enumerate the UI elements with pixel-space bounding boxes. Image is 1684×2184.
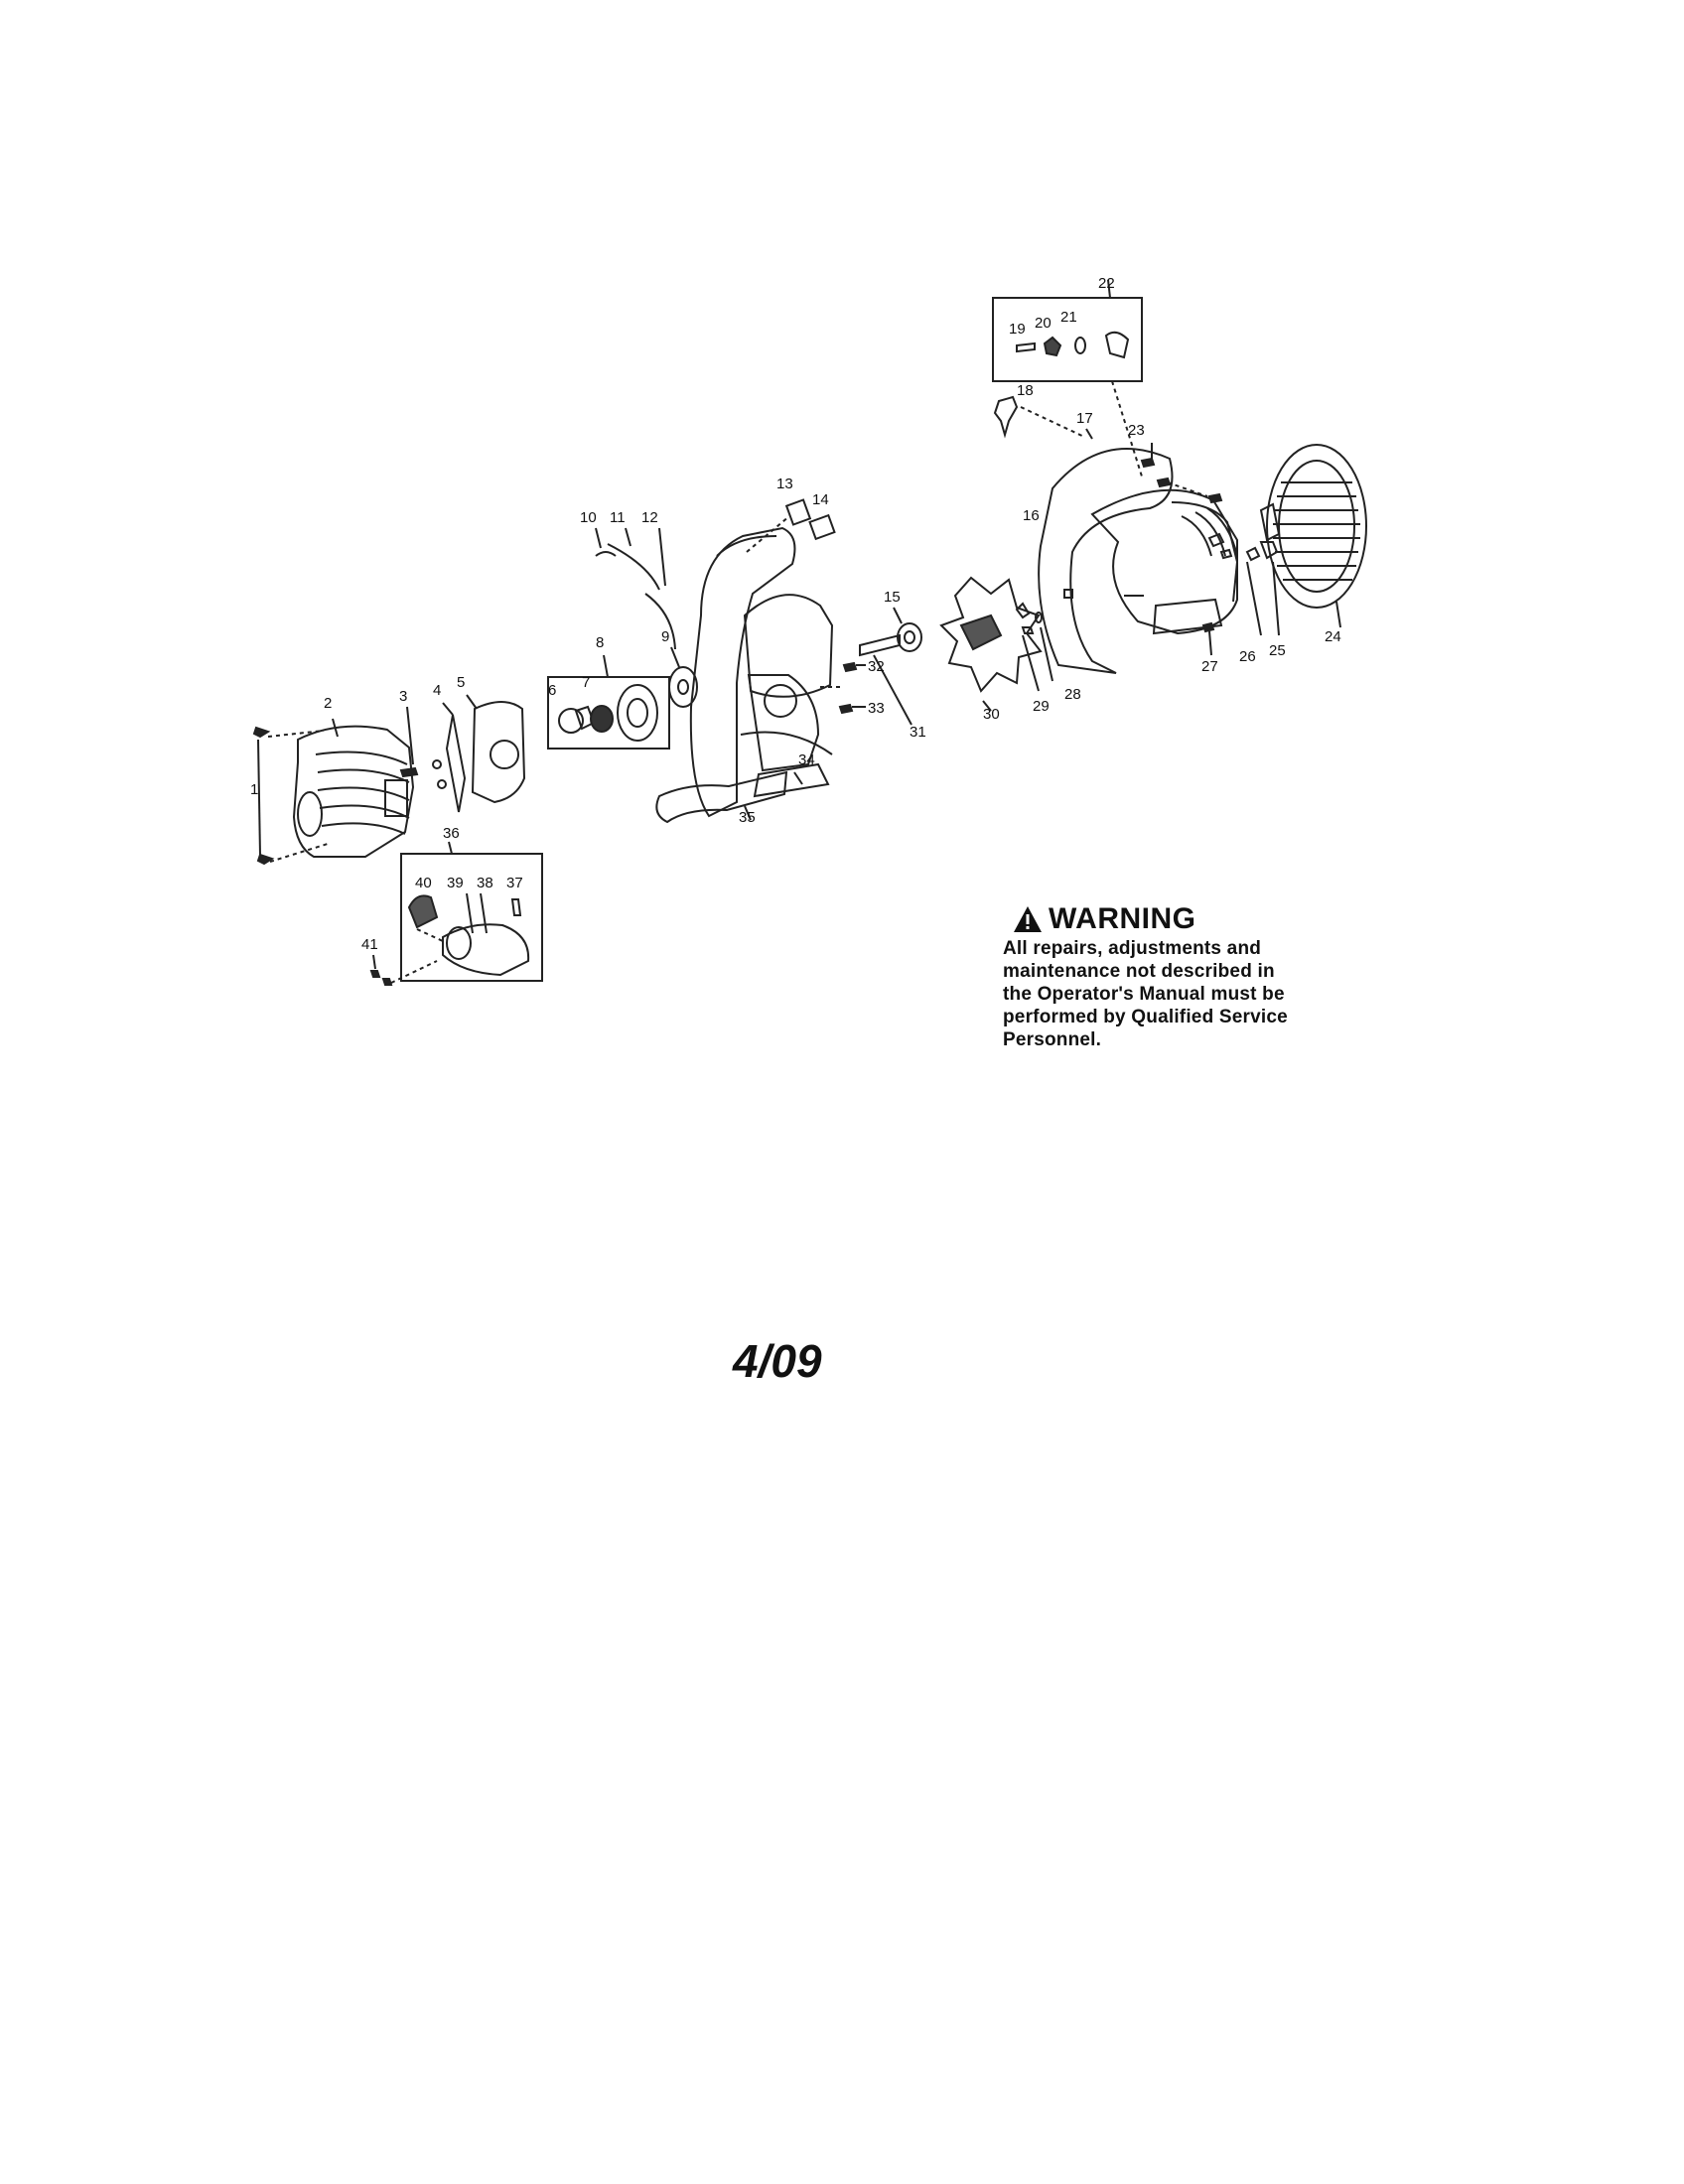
part-label-14: 14 bbox=[812, 491, 829, 508]
part-label-5: 5 bbox=[457, 674, 465, 691]
part-label-2: 2 bbox=[324, 695, 332, 712]
part-35-handle bbox=[655, 770, 788, 824]
page-date: 4/09 bbox=[733, 1335, 822, 1387]
part-label-16: 16 bbox=[1023, 507, 1040, 524]
part-label-29: 29 bbox=[1033, 698, 1050, 715]
part-label-37: 37 bbox=[506, 875, 523, 891]
part-label-24: 24 bbox=[1325, 628, 1341, 645]
part-36-box bbox=[400, 841, 543, 982]
part-13-14-knobs bbox=[746, 498, 836, 553]
warning-line-5: Personnel. bbox=[1003, 1029, 1102, 1050]
part-label-21: 21 bbox=[1060, 309, 1077, 326]
part-17-scroll-housing bbox=[1038, 428, 1239, 674]
part-label-36: 36 bbox=[443, 825, 460, 842]
part-label-38: 38 bbox=[477, 875, 493, 891]
part-label-8: 8 bbox=[596, 634, 604, 651]
part-label-12: 12 bbox=[641, 509, 658, 526]
part-label-26: 26 bbox=[1239, 648, 1256, 665]
part-30-impeller bbox=[939, 576, 1043, 712]
part-label-19: 19 bbox=[1009, 321, 1026, 338]
part-label-1: 1 bbox=[250, 781, 258, 798]
part-27-screw bbox=[1201, 621, 1215, 656]
part-label-9: 9 bbox=[661, 628, 669, 645]
part-9-washer bbox=[668, 646, 698, 708]
part-label-31: 31 bbox=[910, 724, 926, 741]
warning-heading: WARNING bbox=[1013, 903, 1340, 935]
part-24-engine bbox=[1259, 444, 1367, 628]
part-28-29-fasteners bbox=[1015, 602, 1053, 692]
part-34-blower-housing bbox=[689, 526, 834, 818]
part-label-18: 18 bbox=[1017, 382, 1034, 399]
part-label-13: 13 bbox=[776, 476, 793, 492]
warning-line-2: maintenance not described in bbox=[1003, 961, 1275, 982]
part-label-33: 33 bbox=[868, 700, 885, 717]
warning-text: All repairs, adjustments and maintenance… bbox=[1003, 937, 1340, 1051]
part-41-screws bbox=[369, 954, 438, 986]
part-15-31-bushing bbox=[859, 607, 922, 726]
warning-notice: WARNING All repairs, adjustments and mai… bbox=[1003, 903, 1340, 1051]
part-18-clip bbox=[993, 395, 1085, 439]
part-2-housing-cover bbox=[292, 718, 415, 858]
part-23-screws bbox=[1140, 443, 1223, 504]
part-1-screws bbox=[252, 726, 329, 866]
part-label-22: 22 bbox=[1098, 275, 1115, 292]
part-label-7: 7 bbox=[582, 674, 590, 691]
part-32-33-screws bbox=[820, 661, 866, 715]
part-label-25: 25 bbox=[1269, 642, 1286, 659]
part-label-40: 40 bbox=[415, 875, 432, 891]
part-label-39: 39 bbox=[447, 875, 464, 891]
part-label-15: 15 bbox=[884, 589, 901, 606]
part-label-23: 23 bbox=[1128, 422, 1145, 439]
part-label-41: 41 bbox=[361, 936, 378, 953]
part-label-28: 28 bbox=[1064, 686, 1081, 703]
part-label-35: 35 bbox=[739, 809, 756, 826]
part-8-box bbox=[547, 654, 670, 750]
part-label-6: 6 bbox=[548, 682, 556, 699]
part-5-plate bbox=[466, 694, 526, 804]
part-label-20: 20 bbox=[1035, 315, 1052, 332]
warning-title: WARNING bbox=[1049, 902, 1196, 935]
part-label-32: 32 bbox=[868, 658, 885, 675]
part-label-30: 30 bbox=[983, 706, 1000, 723]
part-10-12-linkage bbox=[595, 527, 676, 650]
part-label-10: 10 bbox=[580, 509, 597, 526]
part-label-4: 4 bbox=[433, 682, 441, 699]
part-label-17: 17 bbox=[1076, 410, 1093, 427]
part-3-4-fasteners bbox=[399, 702, 467, 813]
part-22-box bbox=[992, 279, 1143, 478]
warning-line-1: All repairs, adjustments and bbox=[1003, 938, 1262, 959]
part-label-34: 34 bbox=[798, 751, 815, 768]
warning-line-4: performed by Qualified Service bbox=[1003, 1007, 1288, 1027]
part-label-11: 11 bbox=[610, 509, 626, 526]
part-25-26-fasteners bbox=[1207, 532, 1280, 636]
part-label-27: 27 bbox=[1201, 658, 1218, 675]
warning-line-3: the Operator's Manual must be bbox=[1003, 984, 1285, 1005]
warning-triangle-icon bbox=[1014, 906, 1042, 932]
part-label-3: 3 bbox=[399, 688, 407, 705]
